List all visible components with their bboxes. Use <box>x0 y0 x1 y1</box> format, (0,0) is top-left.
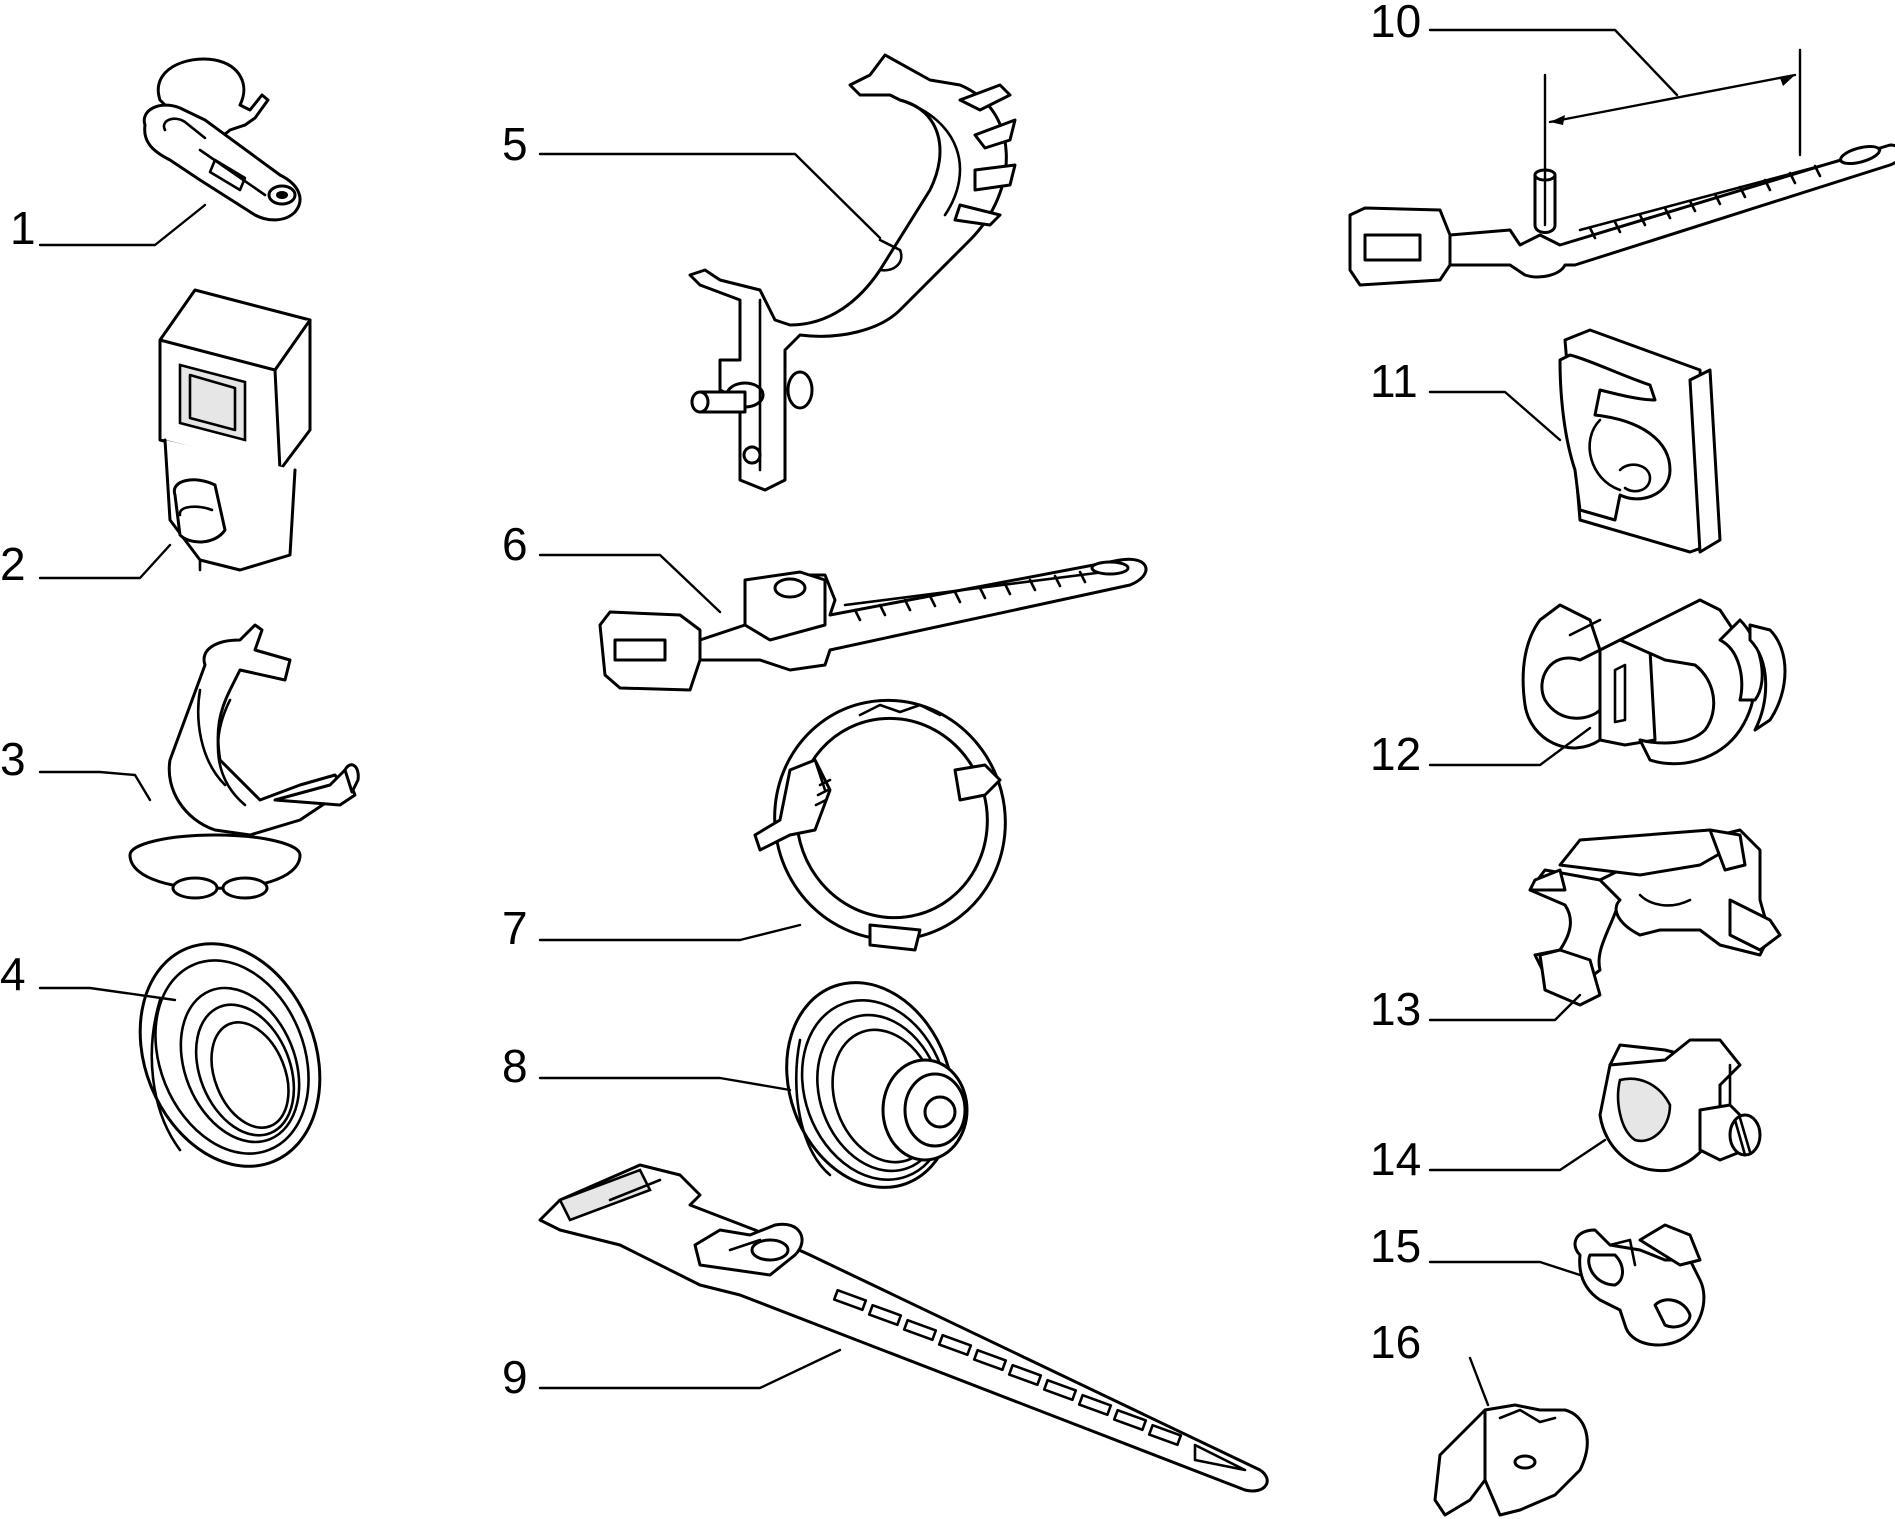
callout-2: 2 <box>0 538 26 590</box>
callout-14: 14 <box>1370 1133 1421 1185</box>
part-9-cable-tie <box>538 1163 1269 1493</box>
part-15-small-clip <box>1573 1223 1706 1347</box>
leader-7 <box>538 923 802 942</box>
leader-5 <box>538 152 882 240</box>
part-1-cable-clip <box>142 57 302 222</box>
part-4-grommet <box>138 942 322 1168</box>
callout-13: 13 <box>1370 983 1421 1035</box>
leader-1 <box>38 203 207 247</box>
leader-13 <box>1428 993 1582 1022</box>
part-14-screw-clip <box>1598 1038 1762 1173</box>
part-13-butterfly-clip <box>1528 828 1782 1007</box>
leader-14 <box>1428 1138 1607 1172</box>
part-16-pad <box>1433 1403 1589 1517</box>
part-11-square-clip <box>1558 328 1722 554</box>
part-10-stud-strap <box>1348 143 1895 287</box>
leader-10 <box>1428 28 1679 97</box>
callout-6: 6 <box>502 518 528 570</box>
callout-numbers: 1 2 3 4 5 6 7 8 9 10 11 12 13 14 15 16 <box>0 0 1421 1403</box>
leader-12 <box>1428 726 1592 767</box>
callout-1: 1 <box>10 202 36 254</box>
leader-11 <box>1428 390 1562 442</box>
callout-3: 3 <box>0 733 26 785</box>
part-12-double-clip <box>1521 598 1787 766</box>
leader-4 <box>38 986 177 1002</box>
callout-10: 10 <box>1370 0 1421 47</box>
leader-2 <box>38 543 172 580</box>
leader-8 <box>538 1076 792 1092</box>
callout-7: 7 <box>502 902 528 954</box>
callout-4: 4 <box>0 948 26 1000</box>
leader-6 <box>538 553 722 614</box>
callout-5: 5 <box>502 118 528 170</box>
callout-12: 12 <box>1370 728 1421 780</box>
callout-15: 15 <box>1370 1220 1421 1272</box>
part-8-bellows-grommet <box>785 981 969 1189</box>
part-6-strap-tie <box>598 557 1148 692</box>
leader-15 <box>1428 1260 1582 1277</box>
callout-8: 8 <box>502 1040 528 1092</box>
leader-lines <box>38 28 1802 1407</box>
leader-16 <box>1468 1356 1490 1407</box>
part-3-base-clip <box>128 623 360 900</box>
callout-9: 9 <box>502 1351 528 1403</box>
part-2-box-clip <box>158 288 312 572</box>
part-7-ring-clamp <box>753 698 1007 952</box>
part-5-bracket-clamp <box>688 53 1017 492</box>
callout-16: 16 <box>1370 1316 1421 1368</box>
leader-3 <box>38 770 152 802</box>
leader-9 <box>538 1348 842 1390</box>
leader-10-dimension-bar <box>1548 73 1797 124</box>
callout-11: 11 <box>1370 355 1418 407</box>
